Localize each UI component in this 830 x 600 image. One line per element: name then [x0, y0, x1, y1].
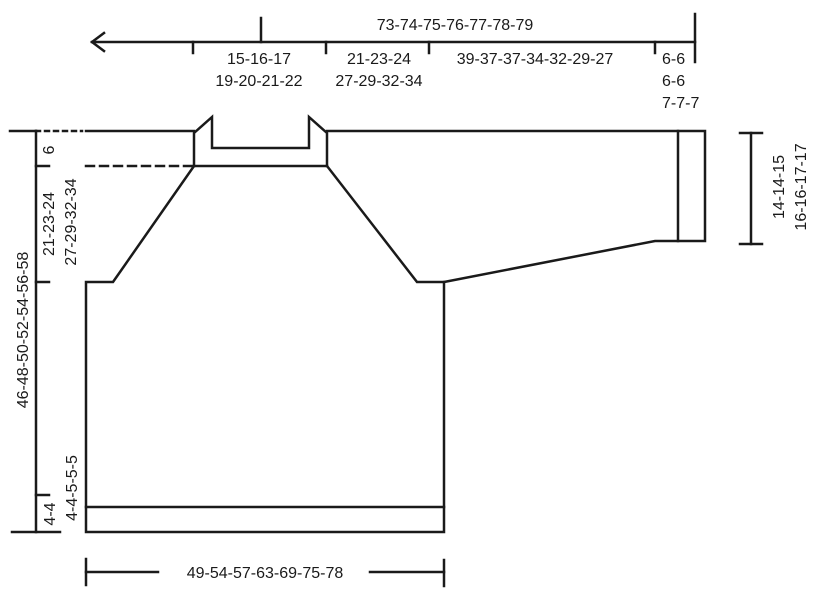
label-raglan-line1: 21-23-24	[347, 51, 411, 68]
label-rib-body-alt: 4-4-5-5-5	[64, 455, 81, 521]
label-raglan-line2: 27-29-32-34	[335, 73, 422, 90]
label-body-width: 49-54-57-63-69-75-78	[187, 565, 344, 582]
label-rib-body: 4-4	[42, 502, 59, 525]
label-sleeve-length: 39-37-37-34-32-29-27	[457, 51, 614, 68]
label-total-length: 46-48-50-52-54-56-58	[15, 252, 32, 409]
label-raglan-depth-1: 21-23-24	[41, 192, 58, 256]
label-cuff-line3: 7-7-7	[662, 95, 699, 112]
label-neck-line2: 19-20-21-22	[215, 73, 302, 90]
label-cuff-line1: 6-6	[662, 51, 685, 68]
label-neck-depth: 6	[41, 145, 58, 154]
label-total-width: 73-74-75-76-77-78-79	[377, 17, 534, 34]
body-outline	[84, 164, 446, 534]
label-sleeve-width-2: 16-16-17-17	[793, 143, 810, 230]
label-sleeve-width-1: 14-14-15	[771, 155, 788, 219]
label-neck-line1: 15-16-17	[227, 51, 291, 68]
neck-outline	[192, 114, 329, 168]
sleeve-outline	[325, 129, 707, 284]
label-cuff-line2: 6-6	[662, 73, 685, 90]
arrow-left-icon	[89, 31, 106, 53]
label-raglan-depth-2: 27-29-32-34	[63, 178, 80, 265]
